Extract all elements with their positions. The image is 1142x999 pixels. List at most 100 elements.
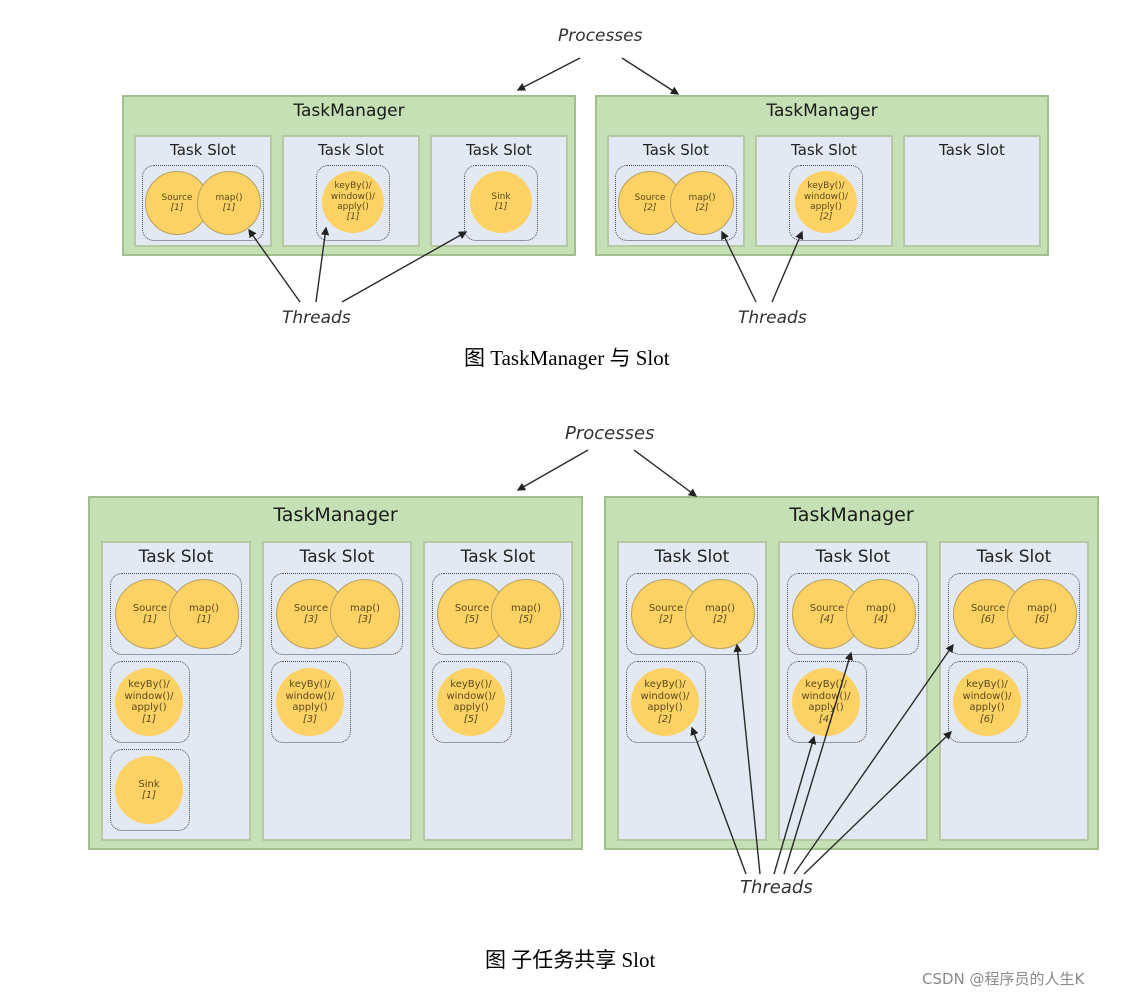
operator-name: Source: [161, 192, 193, 203]
operator-chain-group: Source[3]map()[3]: [271, 573, 403, 655]
csdn-watermark: CSDN @程序员的人生K: [922, 970, 1085, 988]
operator-circle: keyBy()/window()/apply()[4]: [792, 668, 860, 736]
operator-circle: map()[1]: [197, 171, 261, 235]
operator-index: [1]: [346, 212, 360, 223]
operator-name: map(): [1026, 602, 1058, 614]
operator-circle: keyBy()/window()/apply()[5]: [437, 668, 505, 736]
operator-index: [5]: [518, 614, 534, 625]
operator-circle: keyBy()/window()/apply()[2]: [631, 668, 699, 736]
taskmanager-title: TaskManager: [766, 101, 878, 121]
operator-index: [1]: [494, 202, 508, 212]
task-slot-title: Task Slot: [299, 547, 375, 567]
operator-chain-group: keyBy()/window()/apply()[3]: [271, 661, 351, 743]
operator-name: Source: [293, 602, 329, 614]
task-slot-title: Task Slot: [643, 141, 709, 159]
operator-name: Source: [132, 602, 168, 614]
operator-name: apply(): [808, 702, 844, 713]
operator-index: [5]: [464, 614, 480, 625]
operator-name: window()/: [285, 690, 335, 702]
operator-circle: keyBy()/window()/apply()[3]: [276, 668, 344, 736]
taskmanager-title: TaskManager: [789, 504, 914, 526]
operator-index: [3]: [303, 614, 319, 625]
operator-chain-group: Source[5]map()[5]: [432, 573, 564, 655]
operator-name: apply(): [810, 202, 842, 212]
operator-index: [2]: [643, 203, 657, 213]
operator-chain-group: Source[2] map()[2]: [615, 165, 737, 241]
task-slot: Task Slot keyBy()/window()/apply()[2]: [755, 135, 893, 247]
operator-circle: keyBy()/window()/apply()[2]: [795, 171, 857, 233]
operator-name: map(): [865, 602, 897, 614]
operator-name: Source: [648, 602, 684, 614]
operator-name: apply(): [453, 702, 489, 713]
operator-index: [1]: [222, 203, 236, 213]
figure-caption: 图 TaskManager 与 Slot: [464, 346, 670, 370]
operator-chain-group: keyBy()/window()/apply()[4]: [787, 661, 867, 743]
operator-chain-group: keyBy()/window()/apply()[2]: [626, 661, 706, 743]
operator-chain-group: Sink[1]: [464, 165, 538, 241]
task-slot-title: Task Slot: [815, 547, 891, 567]
operator-name: keyBy()/: [807, 181, 845, 192]
operator-index: [1]: [141, 713, 157, 725]
operator-name: apply(): [647, 702, 683, 713]
operator-chain-group: Source [2]map()[2]: [626, 573, 758, 655]
operator-name: apply(): [131, 702, 167, 713]
operator-index: [6]: [979, 713, 995, 725]
operator-circle: map()[6]: [1007, 579, 1077, 649]
taskmanager-title: TaskManager: [273, 504, 398, 526]
operator-name: map(): [349, 602, 381, 614]
operator-index: [2]: [712, 614, 728, 625]
operator-circle: keyBy()/window()/apply()[6]: [953, 668, 1021, 736]
operator-index: [1]: [141, 790, 157, 801]
operator-name: window()/: [801, 690, 851, 702]
operator-circle: map()[1]: [169, 579, 239, 649]
operator-name: Source: [634, 192, 666, 203]
operator-chain-group: Source [1]map()[1]: [110, 573, 242, 655]
operator-circle: map()[2]: [685, 579, 755, 649]
task-slot: Task Slot keyBy()/window()/apply()[1]: [282, 135, 420, 247]
operator-chain-group: keyBy()/window()/apply()[2]: [789, 165, 863, 241]
operator-name: Sink: [138, 778, 160, 790]
threads-label: Threads: [282, 308, 351, 328]
processes-label: Processes: [565, 423, 655, 444]
operator-name: map(): [704, 602, 736, 614]
operator-name: map(): [215, 192, 243, 203]
operator-chain-group: keyBy()/window()/apply()[1]: [316, 165, 390, 241]
operator-index: [2]: [819, 212, 833, 223]
operator-chain-group: Source [1]map()[1]: [142, 165, 264, 241]
operator-index: [4]: [873, 614, 889, 625]
operator-index: [6]: [980, 614, 996, 625]
task-slot-title: Task Slot: [466, 141, 532, 159]
operator-circle: map()[5]: [491, 579, 561, 649]
operator-name: map(): [688, 192, 716, 203]
operator-circle: map()[2]: [670, 171, 734, 235]
operator-name: Source: [970, 602, 1006, 614]
operator-name: apply(): [292, 702, 328, 713]
task-slot-title: Task Slot: [654, 547, 730, 567]
operator-index: [3]: [357, 614, 373, 625]
operator-index: [3]: [302, 713, 318, 725]
operator-circle: map()[3]: [330, 579, 400, 649]
operator-name: map(): [188, 602, 220, 614]
task-slot-title: Task Slot: [791, 141, 857, 159]
task-slot-title: Task Slot: [939, 141, 1005, 159]
operator-index: [1]: [196, 614, 212, 625]
operator-chain-group: keyBy()/window()/apply()[5]: [432, 661, 512, 743]
operator-chain-group: Source[6] map()[6]: [948, 573, 1080, 655]
task-slot-title: Task Slot: [170, 141, 236, 159]
operator-name: keyBy()/: [334, 181, 372, 192]
operator-name: map(): [510, 602, 542, 614]
figure-caption: 图 子任务共享 Slot: [485, 948, 656, 972]
operator-name: keyBy()/: [644, 679, 686, 690]
operator-name: apply(): [337, 202, 369, 212]
task-slot-title: Task Slot: [318, 141, 384, 159]
operator-name: window()/: [330, 191, 376, 202]
